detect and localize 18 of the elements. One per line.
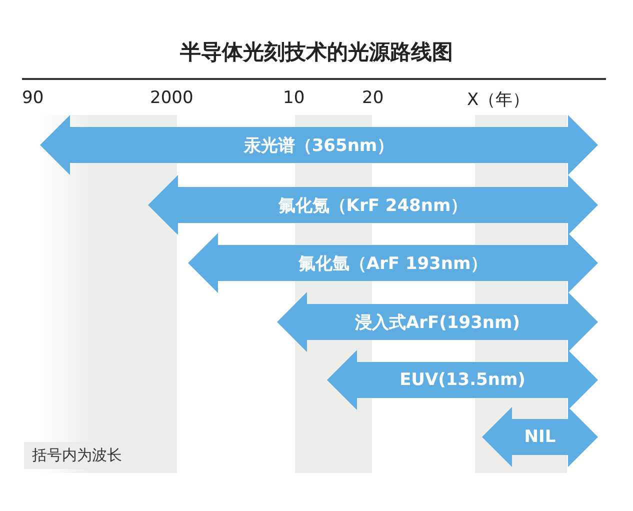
year-label: 20 <box>362 88 384 108</box>
band-label: 氟化氪（KrF 248nm） <box>278 194 468 216</box>
double-arrow-band <box>40 115 598 175</box>
double-arrow-band <box>148 175 598 235</box>
band-label: 氟化氩（ArF 193nm） <box>298 252 488 274</box>
band-label: 浸入式ArF(193nm) <box>355 312 520 334</box>
double-arrow-band <box>188 233 598 293</box>
year-label: 90 <box>22 88 44 108</box>
year-label: X（年） <box>467 89 530 111</box>
double-arrow-band <box>327 350 598 410</box>
band-label: 汞光谱（365nm） <box>244 134 394 156</box>
year-label: 2000 <box>150 88 194 108</box>
band-label: NIL <box>524 427 556 447</box>
double-arrow-band <box>277 292 598 352</box>
double-arrow-band <box>482 407 598 467</box>
diagram-title: 半导体光刻技术的光源路线图 <box>179 39 454 66</box>
band-label: EUV(13.5nm) <box>400 370 526 390</box>
year-label: 10 <box>283 88 305 108</box>
